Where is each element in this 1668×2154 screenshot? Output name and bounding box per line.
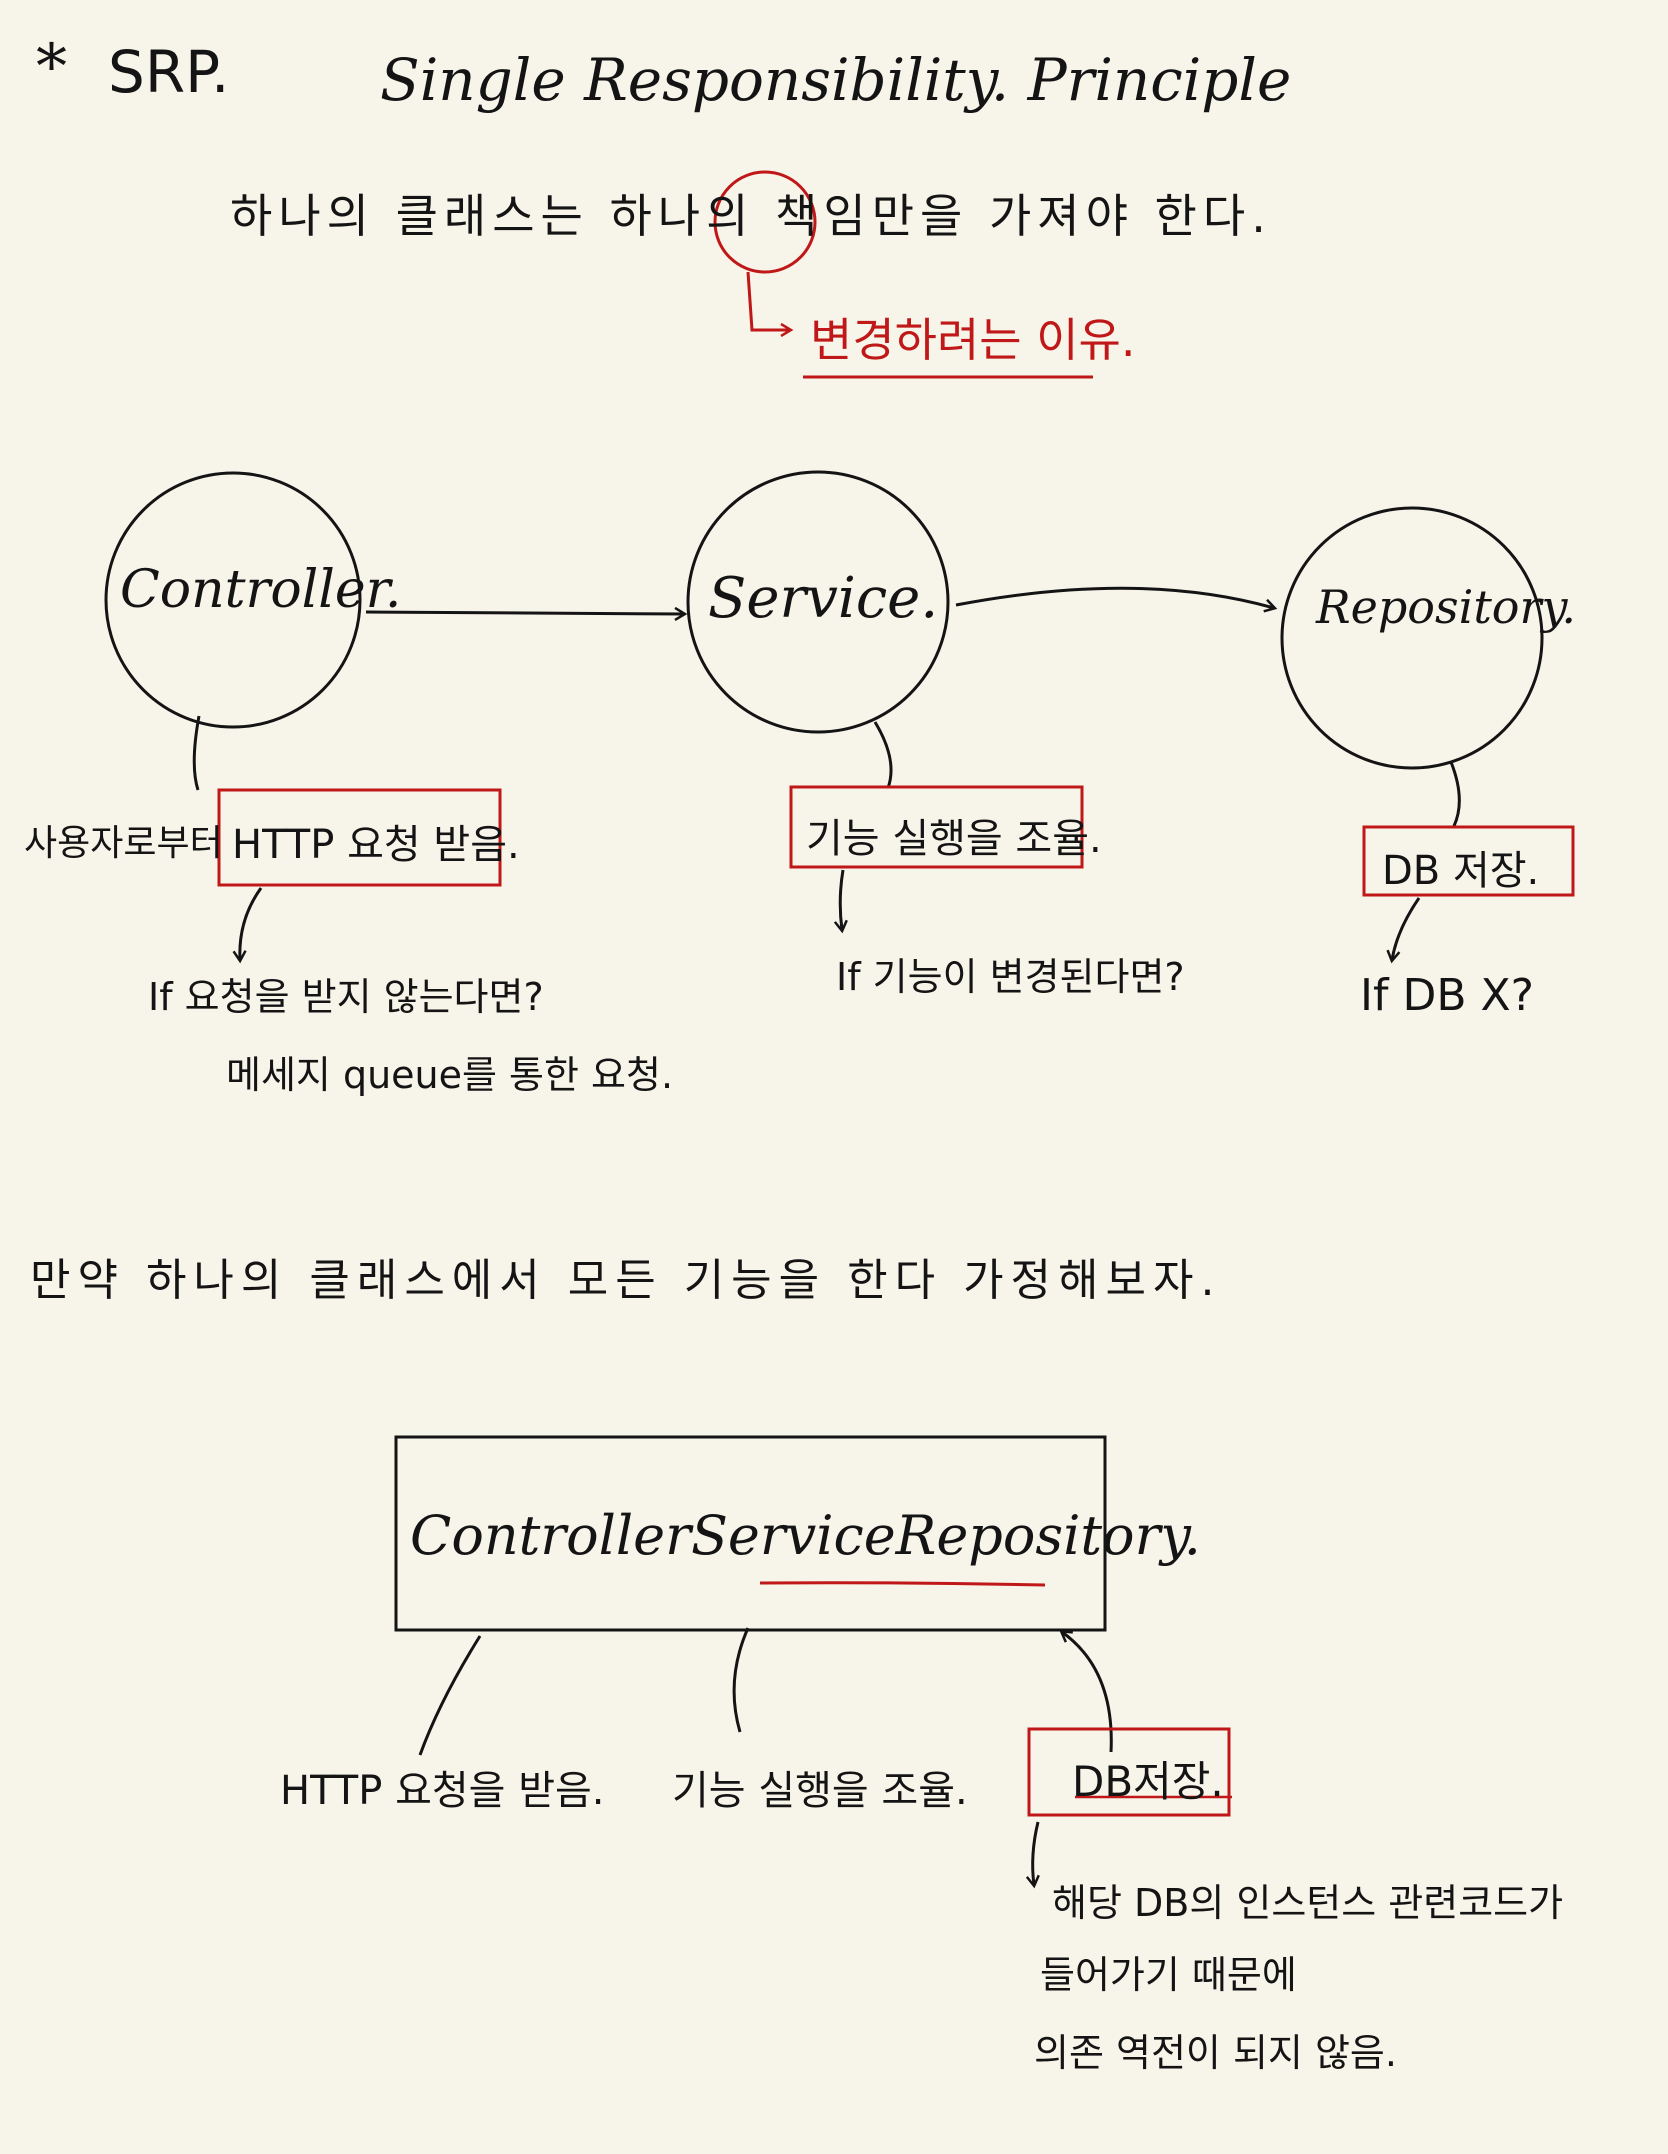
repository-label: Repository. [1316,580,1576,634]
service-node [686,470,950,734]
srp-abbr: SRP. [108,38,230,106]
change-reason-note: 변경하려는 이유. [810,313,1136,367]
red-hook-arrow [746,271,790,330]
repository-connector [1449,761,1461,827]
service-to-repository-arrow [955,586,1274,608]
controller-box-text: HTTP 요청 받음. [232,822,520,868]
service-box [789,785,1084,869]
controller-prefix: 사용자로부터 [24,823,223,864]
merged-note-line-1: 해당 DB의 인스턴스 관련코드가 [1052,1881,1564,1925]
repository-box [1362,825,1575,897]
merged-db-box [1027,1727,1231,1817]
merged-connector-2 [732,1627,750,1733]
controller-label: Controller. [120,560,402,620]
merged-item-service: 기능 실행을 조율. [672,1768,968,1814]
controller-connector [192,715,201,791]
service-question: If 기능이 변경된다면? [836,955,1185,999]
merged-class-label: ControllerServiceRepository. [410,1504,1201,1567]
assumption-sentence: 만약 하나의 클래스에서 모든 기능을 한다 가정해보자. [30,1255,1222,1306]
merged-item-http: HTTP 요청을 받음. [280,1768,605,1814]
merged-red-underline [759,1581,1046,1587]
repository-node [1280,506,1544,770]
controller-box [217,788,502,887]
responsibility-highlight-circle [713,170,817,274]
srp-definition: 하나의 클래스는 하나의 책임만을 가져야 한다. [230,189,1272,243]
repository-question-arrow [1392,897,1421,960]
service-question-arrow [840,869,843,930]
merged-class-box [394,1435,1107,1632]
service-connector [873,721,893,789]
service-box-text: 기능 실행을 조율. [806,816,1102,862]
merged-connector-1 [418,1635,482,1756]
controller-question-2: 메세지 queue를 통한 요청. [226,1053,674,1097]
controller-to-service-arrow [365,612,684,614]
repository-box-text: DB 저장. [1382,848,1540,894]
repository-question: If DB X? [1360,970,1535,1021]
merged-item-db: DB저장. [1072,1757,1224,1806]
controller-node [104,471,362,729]
merged-note-line-3: 의존 역전이 되지 않음. [1034,2031,1397,2075]
merged-connector-3 [1062,1632,1113,1753]
merged-note-line-2: 들어가기 때문에 [1040,1953,1297,1997]
srp-full-name: Single Responsibility. Principle [380,46,1292,114]
controller-question-arrow [240,887,263,960]
controller-question-1: If 요청을 받지 않는다면? [148,975,544,1019]
bullet-star: * [36,30,67,103]
service-label: Service. [708,566,939,631]
merged-note-arrow [1033,1821,1038,1885]
